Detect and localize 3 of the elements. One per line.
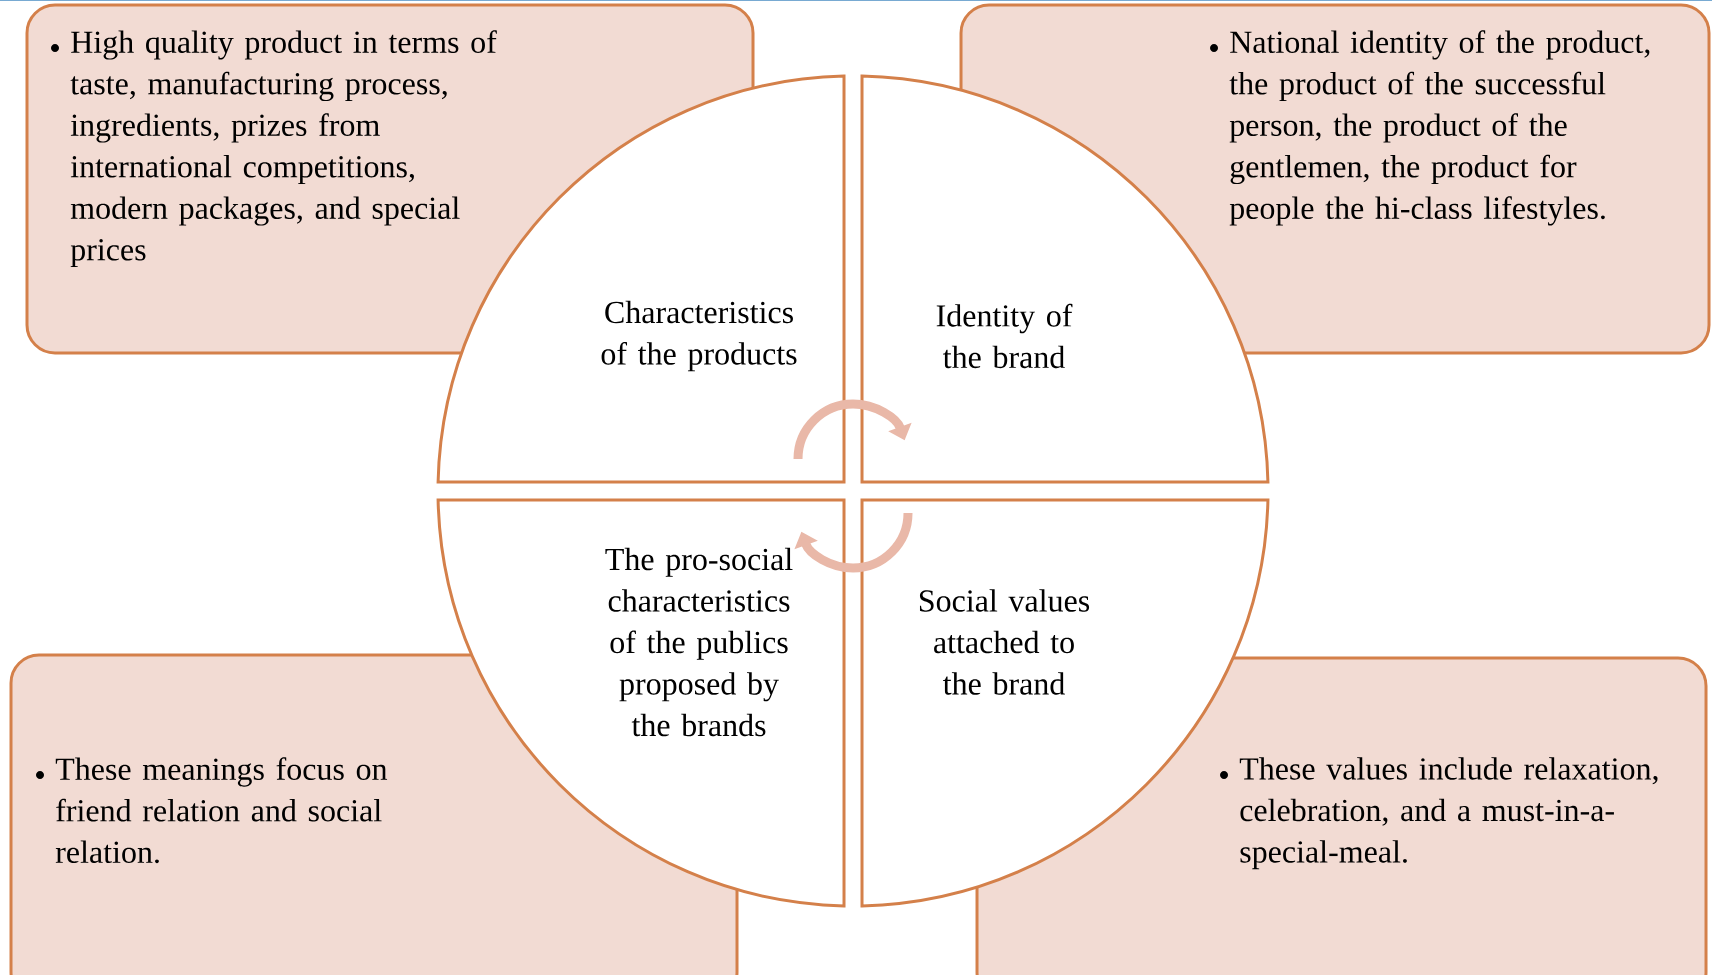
- cycle-arrow: [793, 399, 912, 460]
- quadrant: The pro-social characteristics of the publics proposed by the brands: [436, 498, 846, 908]
- cycle-arrow: [794, 512, 913, 573]
